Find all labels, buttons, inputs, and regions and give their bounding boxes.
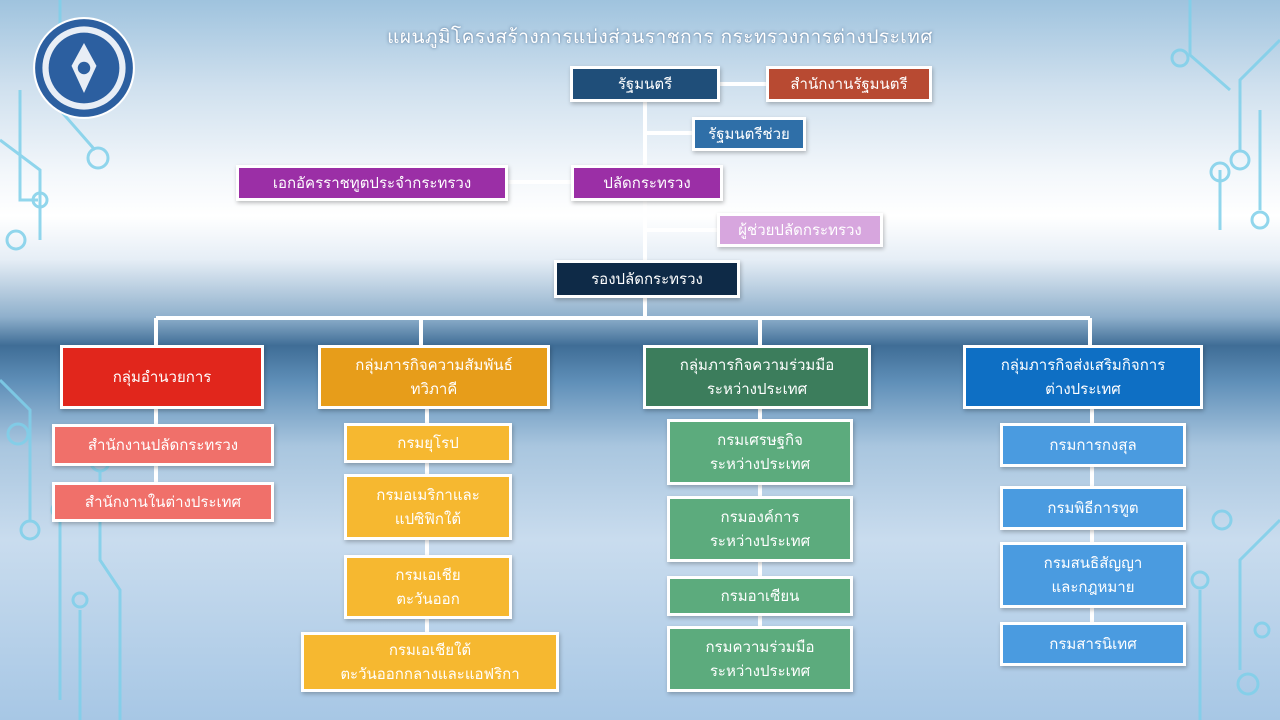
group-bilateral-box: กลุ่มภารกิจความสัมพันธ์ ทวิภาคี xyxy=(318,345,550,409)
unit-box: กรมเศรษฐกิจ ระหว่างประเทศ xyxy=(667,419,853,485)
assistant-ps-label: ผู้ช่วยปลัดกระทรวง xyxy=(738,221,862,239)
group-bilateral-label: กลุ่มภารกิจความสัมพันธ์ ทวิภาคี xyxy=(355,356,513,398)
group-promotion-label: กลุ่มภารกิจส่งเสริมกิจการ ต่างประเทศ xyxy=(1000,356,1166,398)
ministry-seal-logo xyxy=(33,17,135,119)
unit-label: กรมเอเชีย ตะวันออก xyxy=(395,566,461,608)
unit-box: กรมเอเชียใต้ ตะวันออกกลางและแอฟริกา xyxy=(301,632,559,692)
ambassador-box: เอกอัครราชทูตประจำกระทรวง xyxy=(236,165,508,201)
group-promotion-box: กลุ่มภารกิจส่งเสริมกิจการ ต่างประเทศ xyxy=(963,345,1203,409)
unit-label: กรมสารนิเทศ xyxy=(1049,635,1137,653)
unit-label: กรมองค์การ ระหว่างประเทศ xyxy=(709,508,811,550)
unit-label: กรมเศรษฐกิจ ระหว่างประเทศ xyxy=(709,431,811,473)
group-cooperation-box: กลุ่มภารกิจความร่วมมือ ระหว่างประเทศ xyxy=(643,345,871,409)
unit-label: สำนักงานปลัดกระทรวง xyxy=(87,436,239,454)
group-admin-box: กลุ่มอำนวยการ xyxy=(60,345,264,409)
unit-label: กรมพิธีการทูต xyxy=(1047,499,1139,517)
permanent-secretary-box: ปลัดกระทรวง xyxy=(571,165,723,201)
unit-label: กรมการกงสุล xyxy=(1049,436,1137,454)
minister-label: รัฐมนตรี xyxy=(617,75,673,93)
chart-title: แผนภูมิโครงสร้างการแบ่งส่วนราชการ กระทรว… xyxy=(387,26,933,48)
group-admin-label: กลุ่มอำนวยการ xyxy=(112,368,212,386)
unit-label: กรมความร่วมมือ ระหว่างประเทศ xyxy=(705,638,815,680)
assistant-minister-box: รัฐมนตรีช่วย xyxy=(692,117,806,151)
permanent-secretary-label: ปลัดกระทรวง xyxy=(603,174,691,192)
deputy-ps-label: รองปลัดกระทรวง xyxy=(591,270,703,288)
assistant-ps-box: ผู้ช่วยปลัดกระทรวง xyxy=(717,213,883,247)
unit-label: สำนักงานในต่างประเทศ xyxy=(84,493,242,511)
unit-box: กรมเอเชีย ตะวันออก xyxy=(344,555,512,619)
unit-label: กรมสนธิสัญญา และกฎหมาย xyxy=(1043,554,1143,596)
group-cooperation-label: กลุ่มภารกิจความร่วมมือ ระหว่างประเทศ xyxy=(679,356,835,398)
unit-box: กรมยุโรป xyxy=(344,423,512,463)
unit-box: กรมการกงสุล xyxy=(1000,423,1186,467)
minister-box: รัฐมนตรี xyxy=(570,66,720,102)
unit-box: กรมพิธีการทูต xyxy=(1000,486,1186,530)
unit-label: กรมยุโรป xyxy=(397,434,459,452)
unit-box: กรมอเมริกาและ แปซิฟิกใต้ xyxy=(344,474,512,540)
minister-office-label: สำนักงานรัฐมนตรี xyxy=(790,75,908,93)
unit-box: กรมอาเซียน xyxy=(667,576,853,616)
unit-box: สำนักงานในต่างประเทศ xyxy=(52,482,274,522)
unit-box: กรมสารนิเทศ xyxy=(1000,622,1186,666)
unit-box: กรมความร่วมมือ ระหว่างประเทศ xyxy=(667,626,853,692)
unit-label: กรมเอเชียใต้ ตะวันออกกลางและแอฟริกา xyxy=(340,641,520,683)
unit-box: กรมสนธิสัญญา และกฎหมาย xyxy=(1000,542,1186,608)
deputy-ps-box: รองปลัดกระทรวง xyxy=(554,260,740,298)
ambassador-label: เอกอัครราชทูตประจำกระทรวง xyxy=(272,174,472,192)
unit-label: กรมอเมริกาและ แปซิฟิกใต้ xyxy=(376,486,480,528)
minister-office-box: สำนักงานรัฐมนตรี xyxy=(766,66,932,102)
assistant-minister-label: รัฐมนตรีช่วย xyxy=(708,125,790,143)
unit-box: กรมองค์การ ระหว่างประเทศ xyxy=(667,496,853,562)
unit-box: สำนักงานปลัดกระทรวง xyxy=(52,424,274,466)
unit-label: กรมอาเซียน xyxy=(720,587,800,605)
